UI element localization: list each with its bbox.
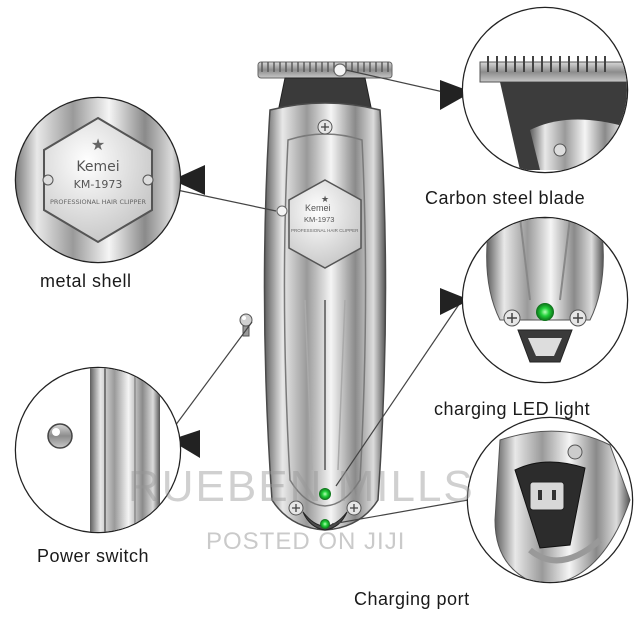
detail-model: KM-1973 <box>74 178 123 191</box>
detail-led <box>536 303 554 321</box>
watermark-posted: POSTED ON JIJI <box>206 528 406 555</box>
label-power-switch: Power switch <box>37 546 150 566</box>
body-model: KM-1973 <box>304 215 335 224</box>
blade-callout-dot <box>333 63 347 77</box>
bottom-screws <box>288 500 362 516</box>
svg-text:★: ★ <box>91 135 105 154</box>
callout-lines <box>171 69 471 525</box>
body-brand: Kemei <box>305 203 331 213</box>
detail-subtitle: PROFESSIONAL HAIR CLIPPER <box>50 198 147 206</box>
watermark-name: RUEBEN MILLS <box>128 462 475 511</box>
svg-text:★: ★ <box>321 195 329 205</box>
detail-circle-charging-port <box>466 416 634 584</box>
top-screw <box>317 119 333 135</box>
detail-circle-power-switch <box>14 366 200 534</box>
label-carbon-steel-blade: Carbon steel blade <box>425 188 586 208</box>
shell-callout-dot <box>276 205 288 217</box>
hair-clipper: ★ <box>239 61 393 531</box>
body-subtitle: PROFESSIONAL HAIR CLIPPER <box>291 228 359 233</box>
detail-brand: Kemei <box>76 159 119 175</box>
blade-teeth <box>261 62 389 72</box>
detail-circle-led <box>440 216 629 384</box>
label-metal-shell: metal shell <box>40 271 132 291</box>
body-panel <box>283 133 367 507</box>
name-plate <box>288 179 362 269</box>
label-charging-led-light: charging LED light <box>434 399 591 419</box>
main-led <box>319 488 331 500</box>
label-charging-port: Charging port <box>354 589 470 609</box>
detail-circle-blade <box>440 6 629 174</box>
detail-circle-metal-shell: ★ Kemei KM-1973 PROFESSIONAL HAIR CLIPPE… <box>14 96 205 264</box>
